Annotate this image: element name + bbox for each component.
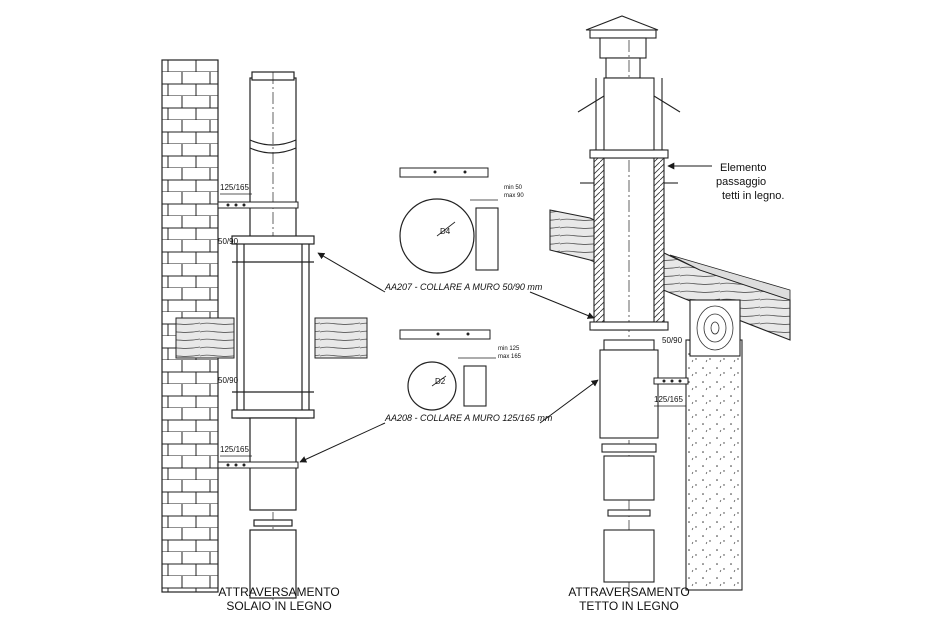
right-wall-bracket: [653, 377, 689, 385]
leader-arrows: [299, 252, 599, 463]
left-title-line-1: ATTRAVERSAMENTO: [218, 585, 339, 599]
dim-right-collar: 50/90: [662, 336, 683, 345]
collar-aa208-detail: D2 min 125 max 165 AA208 - COLLARE A MUR…: [384, 329, 553, 423]
floor-beam-right: [314, 317, 368, 359]
arrow-aa208-left: [299, 422, 386, 463]
collar-aa208-label: AA208 - COLLARE A MURO 125/165 mm: [384, 413, 553, 423]
dim-top-bracket: 125/165: [220, 183, 249, 192]
roof-beam: [689, 299, 741, 357]
roof-passage-element: [577, 40, 681, 600]
dim-right-bracket: 125/165: [654, 395, 683, 404]
collar-aa207-min: min 50: [504, 185, 523, 191]
chimney-cap: [585, 15, 659, 79]
lower-wall-bracket: [217, 461, 299, 469]
left-installation: 125/165 50/90 50/90 125/165 ATTRAVERSAME…: [161, 59, 368, 613]
callout-line-3: tetti in legno.: [722, 190, 784, 202]
collar-aa207-detail: D4 min 50 max 90 AA207 - COLLARE A MURO …: [384, 167, 543, 292]
collar-aa207-diameter: D4: [440, 227, 451, 236]
support-wall: [685, 339, 743, 591]
dim-bottom-bracket: 125/165: [220, 445, 249, 454]
collar-aa207-label: AA207 - COLLARE A MURO 50/90 mm: [384, 282, 543, 292]
lower-pipe: [249, 417, 297, 599]
roof-tiles: [669, 254, 791, 301]
dim-lower-collar: 50/90: [218, 376, 239, 385]
lower-chimney-pipe: [599, 339, 659, 583]
callout-line-2: passaggio: [716, 176, 766, 188]
crossing-tube: [231, 235, 315, 419]
upper-wall-bracket: [217, 201, 299, 209]
arrow-aa208-right: [539, 379, 599, 424]
left-title-line-2: SOLAIO IN LEGNO: [226, 599, 331, 613]
right-title-line-1: ATTRAVERSAMENTO: [568, 585, 689, 599]
arrow-aa207-left: [317, 252, 386, 293]
right-title-line-2: TETTO IN LEGNO: [579, 599, 679, 613]
roof-slab: [549, 209, 791, 341]
callout-line-1: Elemento: [720, 162, 766, 174]
arrow-aa207-right: [529, 291, 595, 319]
right-installation: 50/90 125/165 Elemento passaggio tetti i…: [549, 15, 791, 613]
collar-aa207-max: max 90: [504, 193, 524, 199]
collar-aa208-min: min 125: [498, 346, 520, 352]
floor-beam-left: [175, 317, 235, 359]
dim-upper-collar: 50/90: [218, 237, 239, 246]
collar-aa208-max: max 165: [498, 354, 522, 360]
collar-aa208-diameter: D2: [435, 377, 446, 386]
